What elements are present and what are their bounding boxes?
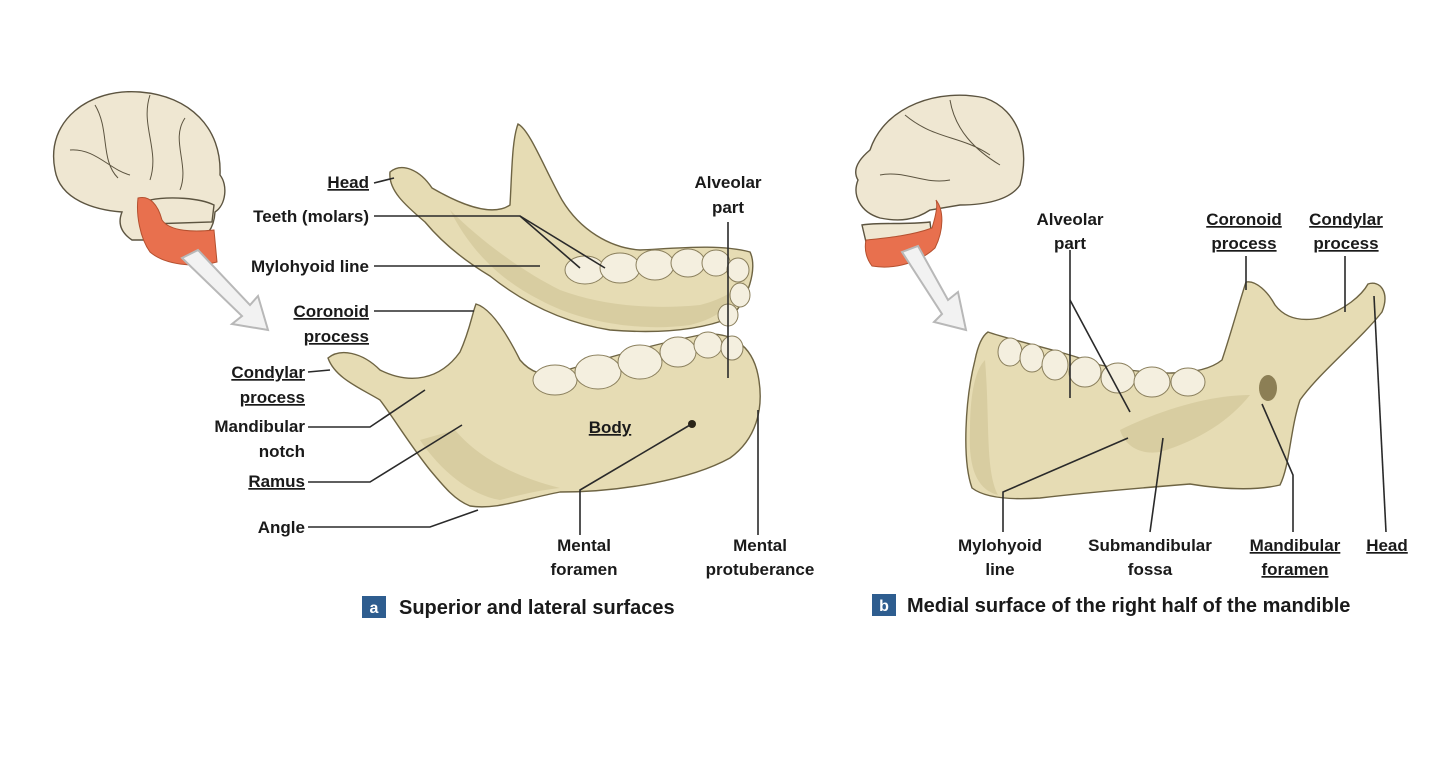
panel-a: Head Teeth (molars) Mylohyoid line Coron… <box>52 91 815 619</box>
badge-a-letter: a <box>370 600 379 617</box>
caption-b: Medial surface of the right half of the … <box>907 595 1350 617</box>
pointer-arrow-b <box>900 244 968 332</box>
mental-foramen-hole <box>688 420 696 428</box>
leader-lines-b <box>1002 250 1387 533</box>
label-coronoid-process-b: Coronoid <box>1206 210 1282 229</box>
label-coronoid-process-2: process <box>304 327 369 346</box>
label-alveolar-part-b: Alveolar <box>1036 210 1103 229</box>
label-alveolar-part-a-2: part <box>712 198 744 217</box>
label-mandibular-foramen: Mandibular <box>1250 536 1341 555</box>
label-mental-foramen: Mental <box>557 536 611 555</box>
label-condylar-process-b-2: process <box>1313 234 1378 253</box>
label-condylar-process-2: process <box>240 388 305 407</box>
mandible-superior-view <box>389 123 754 333</box>
label-submandibular-fossa-2: fossa <box>1128 560 1173 579</box>
badge-b-letter: b <box>879 598 889 615</box>
label-angle: Angle <box>258 518 305 537</box>
upper-teeth <box>564 248 751 327</box>
label-mental-foramen-2: foramen <box>550 560 617 579</box>
pointer-arrow-a <box>180 248 270 332</box>
badge-a <box>362 596 386 618</box>
label-ramus: Ramus <box>248 472 305 491</box>
label-coronoid-process: Coronoid <box>293 302 369 321</box>
mandible-medial-view <box>965 281 1386 500</box>
mandibular-foramen-hole <box>1259 375 1277 401</box>
label-mylohyoid-line-b: Mylohyoid <box>958 536 1042 555</box>
label-head: Head <box>327 173 369 192</box>
leader-lines-a <box>307 177 759 535</box>
label-mental-protuberance-2: protuberance <box>706 560 815 579</box>
label-head-b: Head <box>1366 536 1408 555</box>
label-coronoid-process-b-2: process <box>1211 234 1276 253</box>
label-submandibular-fossa: Submandibular <box>1088 536 1212 555</box>
panel-b: Alveolar part Coronoid process Condylar … <box>854 94 1408 617</box>
badge-b <box>872 594 896 616</box>
label-mandibular-notch: Mandibular <box>214 417 305 436</box>
mandible-lateral-view <box>327 303 761 508</box>
label-mylohyoid-line: Mylohyoid line <box>251 257 369 276</box>
skull-thumbnail-b <box>854 94 1025 268</box>
label-condylar-process-b: Condylar <box>1309 210 1383 229</box>
label-mandibular-notch-2: notch <box>259 442 305 461</box>
skull-thumbnail-a <box>52 91 226 266</box>
label-mental-protuberance: Mental <box>733 536 787 555</box>
label-mylohyoid-line-b-2: line <box>985 560 1014 579</box>
label-teeth-molars: Teeth (molars) <box>253 207 369 226</box>
label-body: Body <box>589 418 632 437</box>
caption-a: Superior and lateral surfaces <box>399 597 675 619</box>
label-condylar-process: Condylar <box>231 363 305 382</box>
label-alveolar-part-a: Alveolar <box>694 173 761 192</box>
label-mandibular-foramen-2: foramen <box>1261 560 1328 579</box>
lower-teeth <box>532 331 744 396</box>
medial-teeth <box>997 337 1206 398</box>
label-alveolar-part-b-2: part <box>1054 234 1086 253</box>
